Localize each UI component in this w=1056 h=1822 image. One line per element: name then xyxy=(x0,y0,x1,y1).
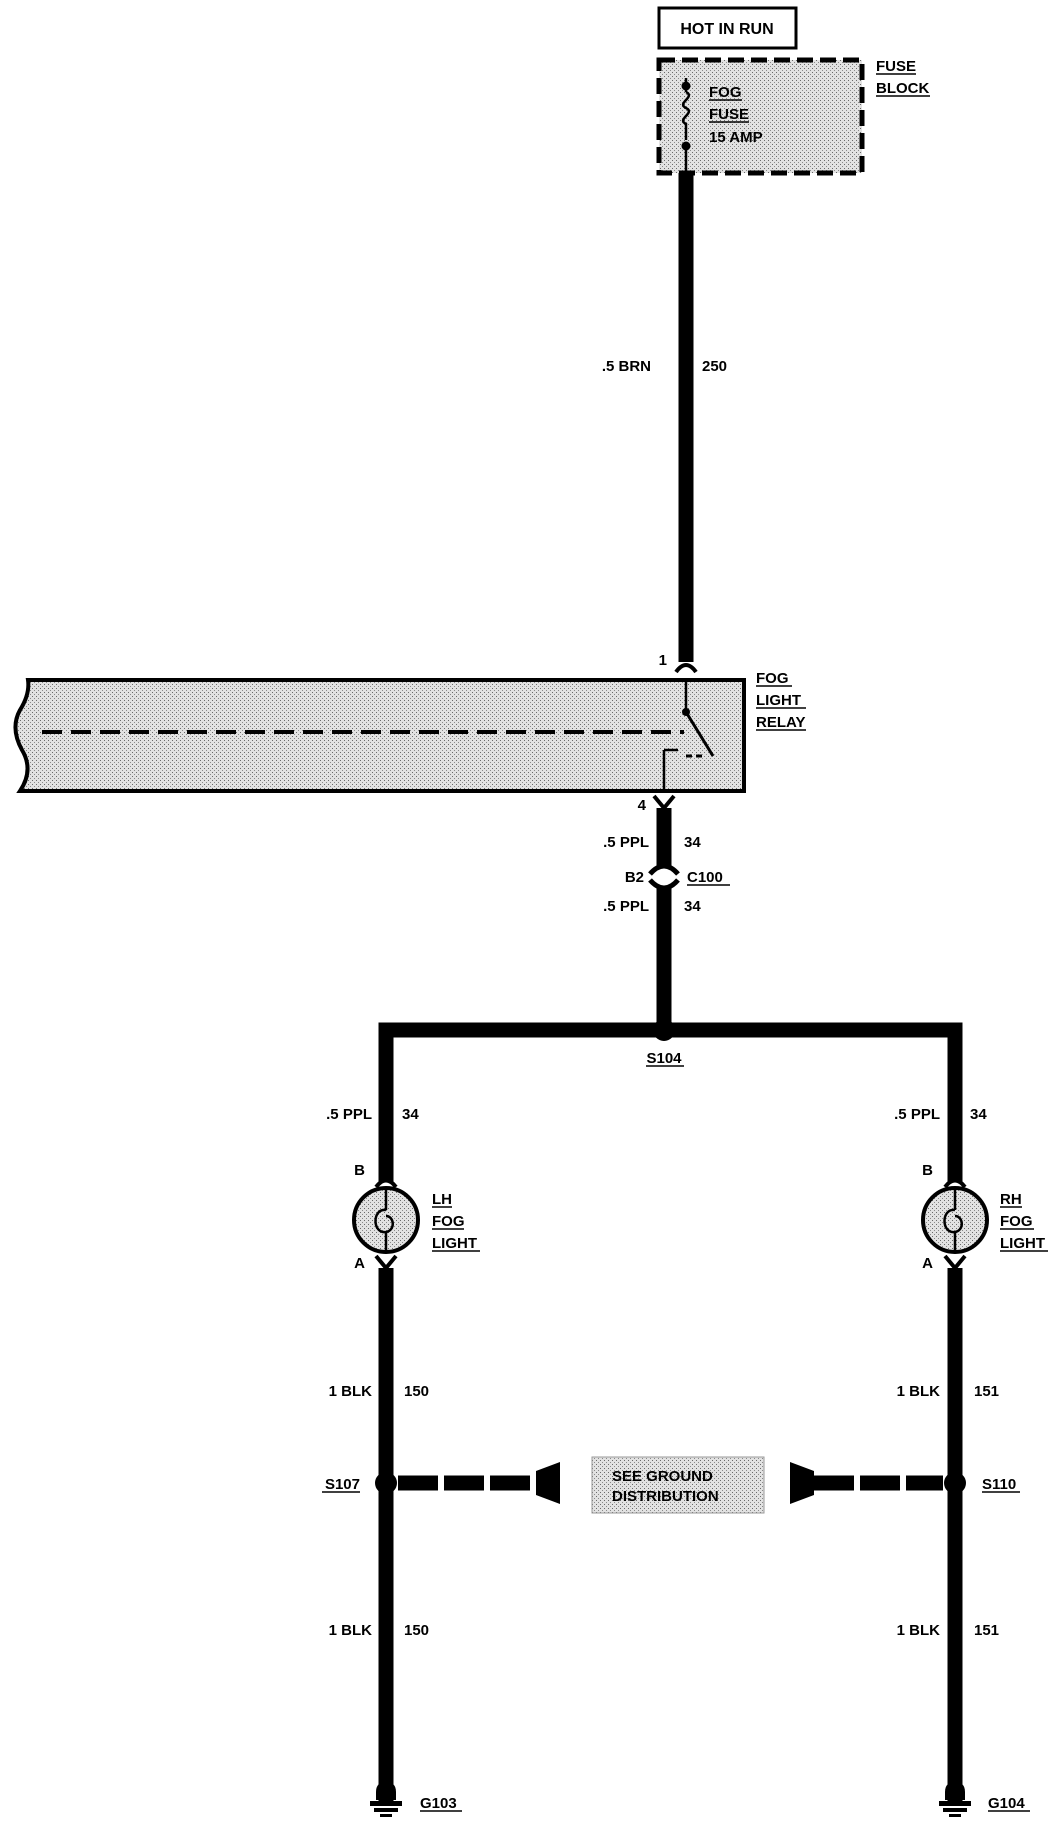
right-ground-wire1-circuit: 151 xyxy=(974,1383,999,1400)
right-splice-label: S110 xyxy=(982,1476,1016,1493)
left-wire-gauge-color: .5 PPL xyxy=(326,1106,372,1123)
right-lamp-label-line3: LIGHT xyxy=(1000,1235,1045,1252)
relay-out-wire-circuit: 34 xyxy=(684,834,701,851)
right-lamp-label-line1: RH xyxy=(1000,1191,1022,1208)
fuse-element-icon xyxy=(681,90,691,140)
relay-label-line2: LIGHT xyxy=(756,692,801,709)
connector-name: C100 xyxy=(687,869,723,886)
connector-c100 xyxy=(648,863,680,891)
relay-label-line1: FOG xyxy=(756,670,789,687)
fuse-block-label-line1: FUSE xyxy=(876,58,916,75)
left-ground-dist-arrow-icon xyxy=(536,1462,560,1504)
left-ground-wire2-gauge-color: 1 BLK xyxy=(329,1622,373,1639)
left-ground-wire1-gauge-color: 1 BLK xyxy=(329,1383,373,1400)
right-lamp-pin-top: B xyxy=(922,1162,933,1179)
ground-g104-icon xyxy=(939,1782,971,1817)
feed-wire-gauge-color: .5 BRN xyxy=(602,358,651,375)
splice-s107 xyxy=(375,1472,397,1494)
relay-switch-arm xyxy=(684,711,715,757)
right-ground-label: G104 xyxy=(988,1795,1025,1812)
left-lamp-pin-top: B xyxy=(354,1162,365,1179)
fuse-block: FOG FUSE 15 AMP xyxy=(656,57,865,176)
relay-label-line3: RELAY xyxy=(756,714,805,731)
left-ground-wire2-circuit: 150 xyxy=(404,1622,429,1639)
connector-out-wire-circuit: 34 xyxy=(684,898,701,915)
splice-s110 xyxy=(944,1472,966,1494)
relay-pin-in: 1 xyxy=(659,652,667,669)
fuse-block-label-line2: BLOCK xyxy=(876,80,929,97)
feed-wire-circuit: 250 xyxy=(702,358,727,375)
splice-s104 xyxy=(653,1019,675,1041)
rh-fog-lamp-icon xyxy=(921,1186,989,1254)
left-lamp-label-line1: LH xyxy=(432,1191,452,1208)
right-lamp-pin-bottom: A xyxy=(922,1255,933,1272)
fog-light-relay xyxy=(13,678,746,793)
right-wire-gauge-color: .5 PPL xyxy=(894,1106,940,1123)
ground-dist-line1: SEE GROUND xyxy=(612,1468,713,1485)
relay-pin1-connector-icon xyxy=(674,663,698,674)
ground-dist-line2: DISTRIBUTION xyxy=(612,1488,719,1505)
connector-out-wire-gauge-color: .5 PPL xyxy=(603,898,649,915)
left-lamp-label-line3: LIGHT xyxy=(432,1235,477,1252)
ground-g103-icon xyxy=(370,1782,402,1817)
connector-pin: B2 xyxy=(625,869,644,886)
left-ground-label: G103 xyxy=(420,1795,457,1812)
hot-in-run-label: HOT IN RUN xyxy=(657,6,798,50)
left-lamp-label-line2: FOG xyxy=(432,1213,465,1230)
lh-fog-lamp-icon xyxy=(352,1186,420,1254)
ground-distribution-reference[interactable]: SEE GROUND DISTRIBUTION xyxy=(591,1456,765,1514)
fuse-rating: 15 AMP xyxy=(709,129,763,146)
right-ground-dist-arrow-icon xyxy=(790,1462,814,1504)
relay-out-wire-gauge-color: .5 PPL xyxy=(603,834,649,851)
fuse-terminal-top xyxy=(681,81,691,91)
splice-main-label: S104 xyxy=(646,1050,682,1067)
left-wire-circuit: 34 xyxy=(402,1106,419,1123)
left-ground-wire1-circuit: 150 xyxy=(404,1383,429,1400)
right-ground-wire2-circuit: 151 xyxy=(974,1622,999,1639)
left-lamp-pin-bottom: A xyxy=(354,1255,365,1272)
power-source-text: HOT IN RUN xyxy=(680,21,773,38)
right-ground-wire2-gauge-color: 1 BLK xyxy=(897,1622,941,1639)
right-lamp-label-line2: FOG xyxy=(1000,1213,1033,1230)
relay-pin4-connector-icon xyxy=(652,794,676,812)
relay-pin-out: 4 xyxy=(638,797,647,814)
right-wire-circuit: 34 xyxy=(970,1106,987,1123)
left-splice-label: S107 xyxy=(325,1476,360,1493)
fuse-name-line1: FOG xyxy=(709,84,742,101)
fuse-name-line2: FUSE xyxy=(709,106,749,123)
right-ground-wire1-gauge-color: 1 BLK xyxy=(897,1383,941,1400)
